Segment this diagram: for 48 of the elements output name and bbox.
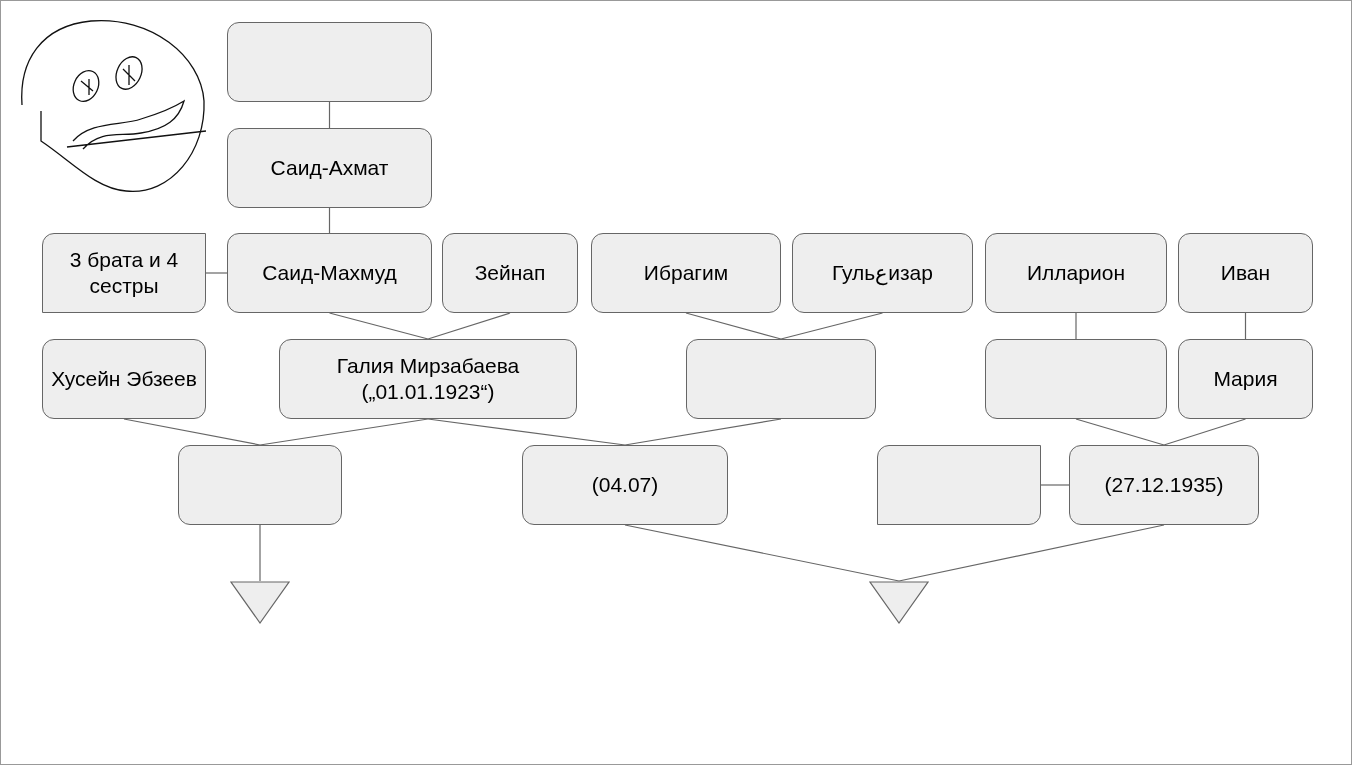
person-box	[42, 233, 206, 313]
connector-line	[1244, 312, 1247, 340]
person-name: Хусейн Эбзеев	[51, 366, 197, 392]
person-box	[1178, 339, 1313, 419]
empty-box	[877, 445, 1041, 525]
connector-line	[1075, 418, 1165, 446]
person-name: Зейнап	[474, 260, 546, 286]
person-box	[985, 233, 1167, 313]
connector-line	[1163, 418, 1247, 446]
person-name: 3 брата и 4 сестры	[68, 247, 180, 299]
person-box	[792, 233, 973, 313]
connector-line	[1075, 312, 1077, 340]
person-name: Саид-Махмуд	[262, 260, 397, 286]
connector-line	[624, 524, 900, 582]
person-box	[227, 233, 432, 313]
person-name: (04.07)	[591, 472, 659, 498]
person-box	[591, 233, 781, 313]
connector-line	[205, 272, 228, 274]
person-name: Иван	[1220, 260, 1271, 286]
connector-line	[328, 101, 331, 129]
triangle-marker	[869, 581, 929, 624]
person-name: Илларион	[1027, 260, 1125, 286]
person-box	[442, 233, 578, 313]
person-box	[1178, 233, 1313, 313]
person-name: Галия Мирзабаева („01.01.1923“)	[335, 353, 521, 405]
person-name: Саид-Ахмат	[270, 155, 389, 181]
person-name: Гульعизар	[832, 260, 933, 286]
connector-line	[328, 207, 331, 234]
connector-line	[898, 524, 1165, 582]
empty-box	[227, 22, 432, 102]
connector-line	[685, 312, 782, 340]
empty-box	[985, 339, 1167, 419]
person-box	[522, 445, 728, 525]
empty-box	[686, 339, 876, 419]
person-box	[1069, 445, 1259, 525]
person-name: Мария	[1213, 366, 1278, 392]
connector-line	[328, 312, 429, 340]
connector-line	[1040, 484, 1070, 486]
connector-line	[427, 312, 511, 340]
person-name: Ибрагим	[643, 260, 729, 286]
person-box	[279, 339, 577, 419]
person-name: (27.12.1935)	[1104, 472, 1224, 498]
person-box	[227, 128, 432, 208]
person-box	[42, 339, 206, 419]
empty-box	[178, 445, 342, 525]
triangle-marker	[230, 581, 290, 624]
connector-line	[780, 312, 884, 340]
connector-line	[259, 524, 261, 582]
